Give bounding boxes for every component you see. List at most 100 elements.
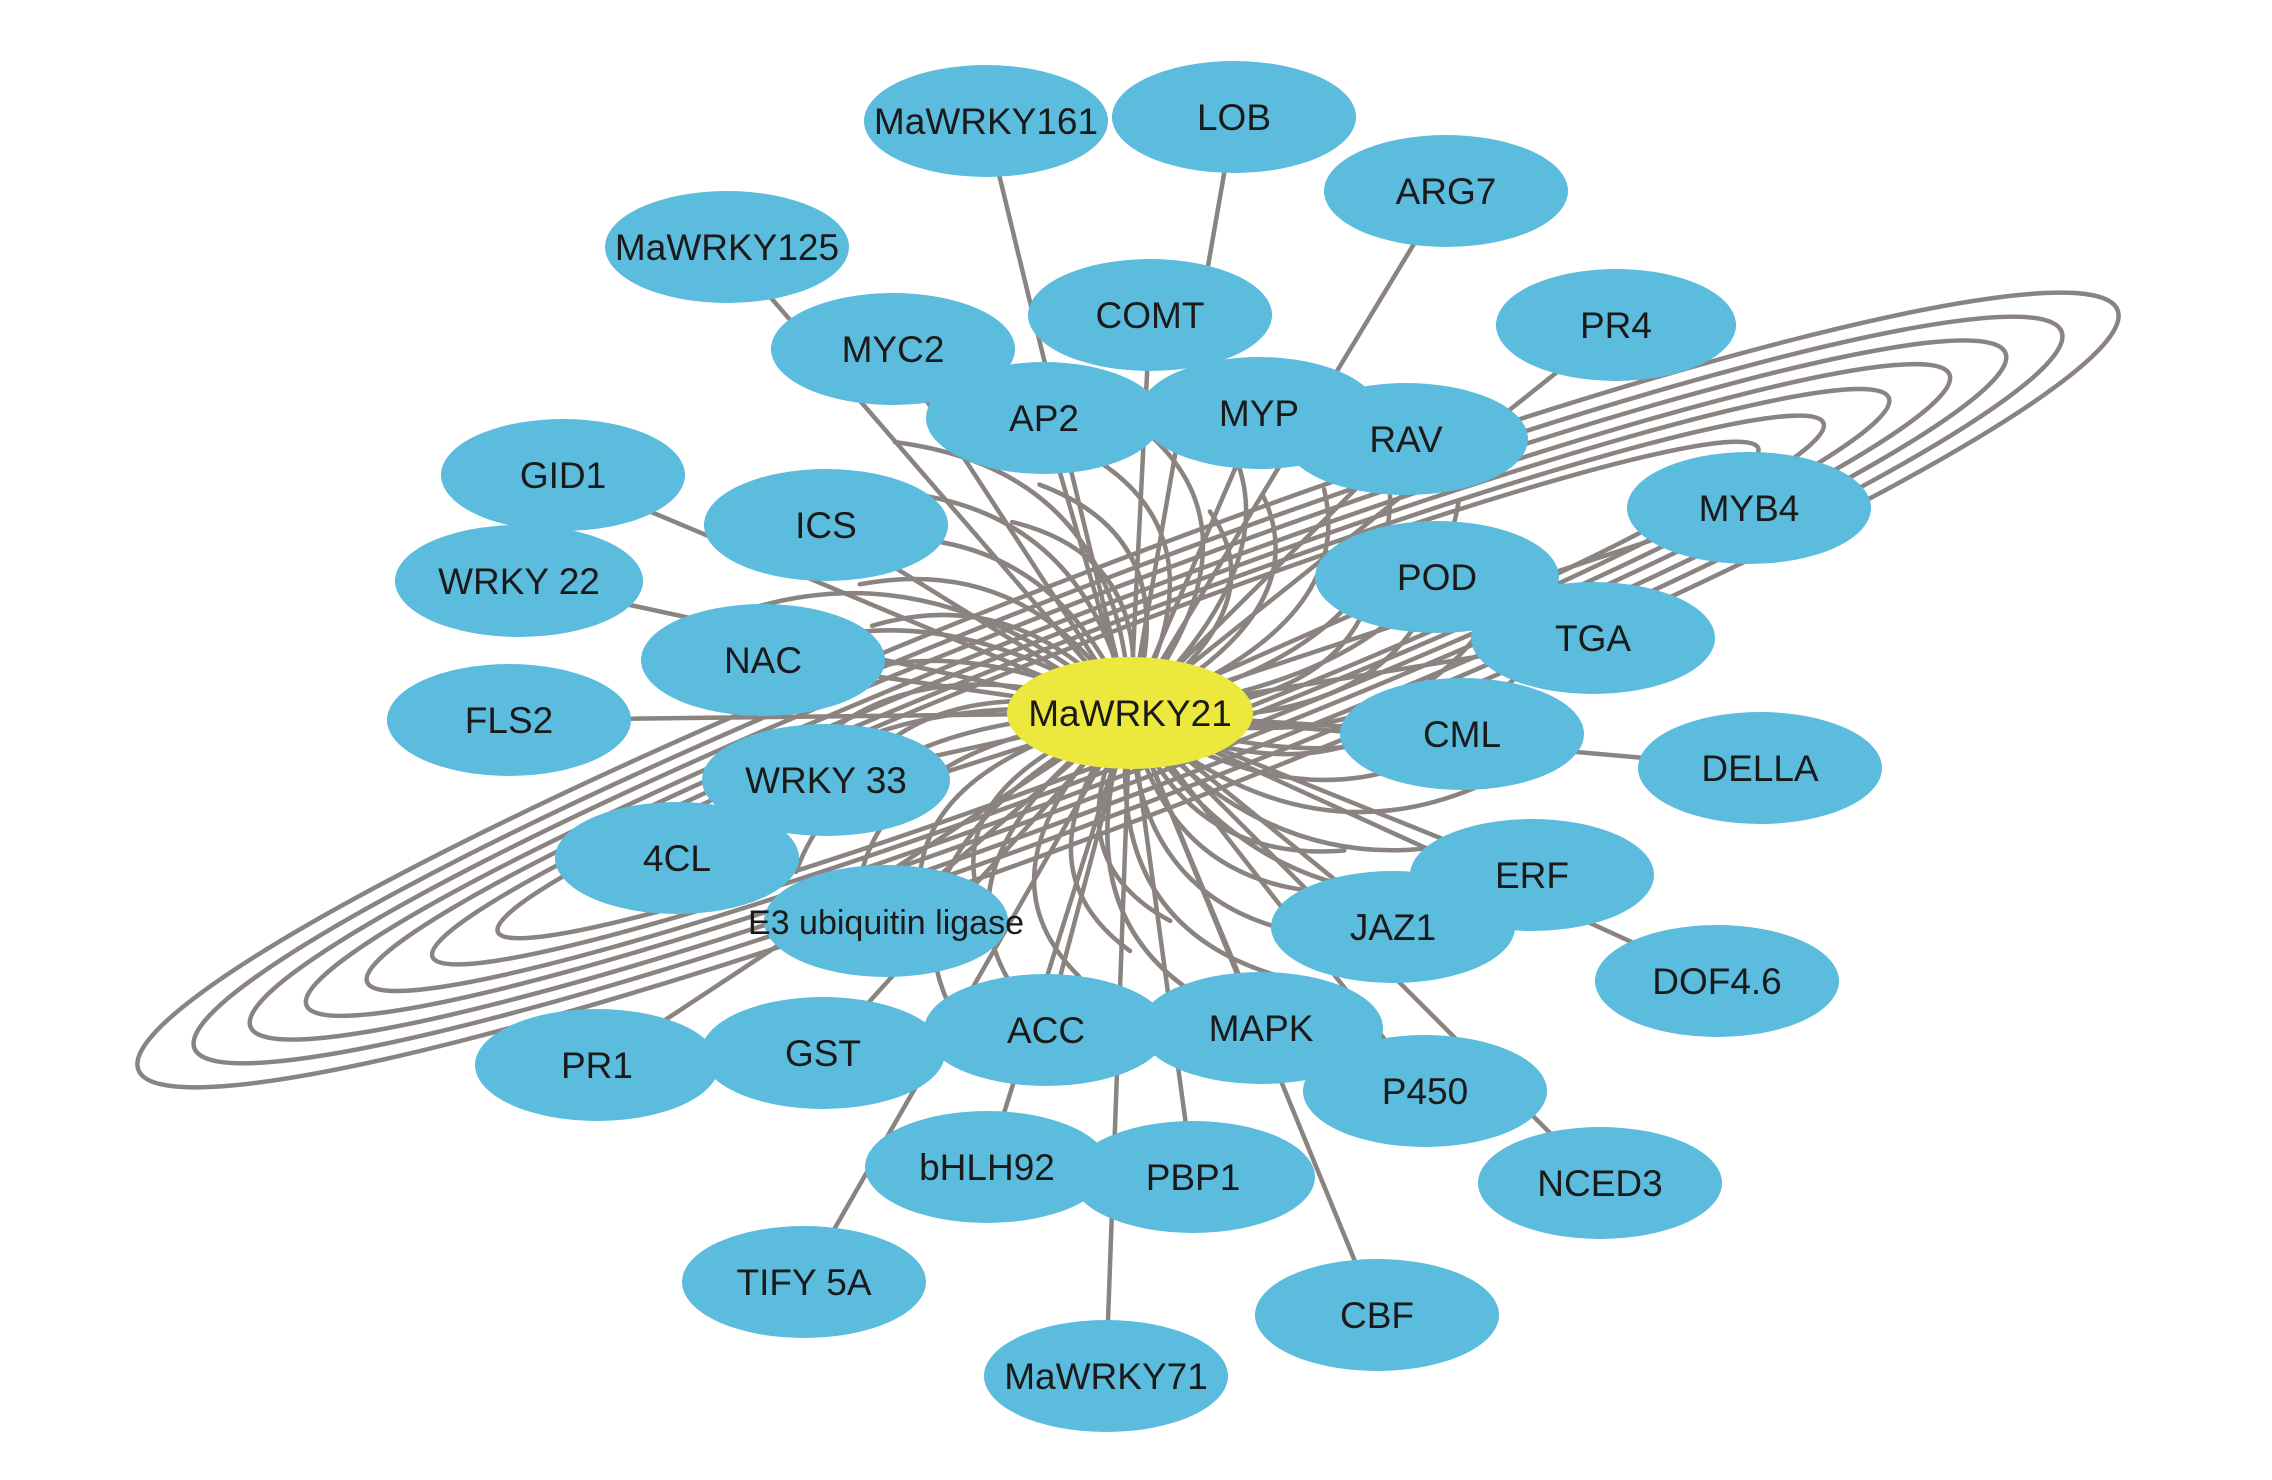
node-lob: LOB [1112,61,1356,173]
node-mapk-shape [1139,972,1383,1084]
node-comt-label: COMT [1096,295,1205,336]
node-comt: COMT [1028,259,1272,371]
edge-mawrky21-comt [1127,312,1153,716]
node-ics-label: ICS [795,505,857,546]
node-tify5a-label: TIFY 5A [736,1262,871,1303]
node-jaz1-shape [1271,871,1515,983]
node-p450-label: P450 [1382,1071,1468,1112]
node-cbf-shape [1255,1259,1499,1371]
node-lob-shape [1112,61,1356,173]
node-pr1-shape [475,1009,719,1121]
node-tify5a: TIFY 5A [682,1226,926,1338]
node-dof46-shape [1595,925,1839,1037]
node-mawrky21: MaWRKY21 [1007,657,1253,769]
node-mapk-label: MAPK [1209,1008,1314,1049]
loop-edge [247,338,2009,1042]
node-gst-shape [701,997,945,1109]
node-myb4: MYB4 [1627,452,1871,564]
node-myb4-label: MYB4 [1699,488,1800,529]
node-pbp1: PBP1 [1071,1121,1315,1233]
node-p450-shape [1303,1035,1547,1147]
node-nac: NAC [641,604,885,716]
node-mawrky161-shape [864,65,1108,177]
node-arg7: ARG7 [1324,135,1568,247]
node-mawrky161: MaWRKY161 [864,65,1108,177]
node-gst-label: GST [785,1033,861,1074]
node-dof46-label: DOF4.6 [1652,961,1782,1002]
node-e3: E3 ubiquitin ligase [748,865,1024,977]
node-arg7-label: ARG7 [1396,171,1497,212]
node-mawrky125-label: MaWRKY125 [615,227,839,268]
node-e3-shape [764,865,1008,977]
node-mawrky21-label: MaWRKY21 [1028,693,1232,734]
node-mapk: MAPK [1139,972,1383,1084]
node-acc-label: ACC [1007,1010,1085,1051]
node-mawrky71: MaWRKY71 [984,1320,1228,1432]
node-fls2-label: FLS2 [465,700,553,741]
node-rav: RAV [1284,383,1528,495]
node-mawrky21-shape [1007,657,1253,769]
node-pod-label: POD [1397,557,1477,598]
node-p450: P450 [1303,1035,1547,1147]
node-pr1: PR1 [475,1009,719,1121]
edge-mawrky21-bhlh92 [984,710,1133,1170]
node-rav-shape [1284,383,1528,495]
node-tga-shape [1471,582,1715,694]
node-pr4-shape [1496,269,1736,381]
loop-edge [135,290,2121,1090]
node-gst: GST [701,997,945,1109]
loop-edge [191,314,2065,1066]
node-mawrky71-shape [984,1320,1228,1432]
node-myb4-shape [1627,452,1871,564]
node-cml-shape [1340,678,1584,790]
node-bhlh92-shape [865,1111,1109,1223]
node-myp-label: MYP [1219,393,1299,434]
node-ap2: AP2 [926,362,1162,474]
node-mawrky161-label: MaWRKY161 [874,101,1098,142]
node-4cl-label: 4CL [643,838,711,879]
node-rav-label: RAV [1369,419,1443,460]
node-e3-label: E3 ubiquitin ligase [748,904,1024,942]
node-wrky33: WRKY 33 [702,724,950,836]
node-bhlh92: bHLH92 [865,1111,1109,1223]
node-myc2-shape [771,293,1015,405]
node-nced3-shape [1478,1127,1722,1239]
node-ics: ICS [704,469,948,581]
node-tga-label: TGA [1555,618,1631,659]
node-ap2-label: AP2 [1009,398,1079,439]
node-nac-label: NAC [724,640,802,681]
node-pr4: PR4 [1496,269,1736,381]
node-mawrky125: MaWRKY125 [605,191,849,303]
node-acc-shape [924,974,1168,1086]
node-fls2-shape [387,664,631,776]
node-mawrky125-shape [605,191,849,303]
node-lob-label: LOB [1197,97,1271,138]
node-arg7-shape [1324,135,1568,247]
node-cml-label: CML [1423,714,1501,755]
node-tga: TGA [1471,582,1715,694]
node-bhlh92-label: bHLH92 [919,1147,1055,1188]
node-ap2-shape [926,362,1162,474]
node-wrky33-label: WRKY 33 [745,760,907,801]
node-gid1: GID1 [441,419,685,531]
edge-mawrky21-pr4 [1127,322,1619,716]
node-myc2: MYC2 [771,293,1015,405]
edge-mawrky21-gid1 [560,472,1133,716]
node-jaz1-label: JAZ1 [1350,907,1436,948]
node-4cl-shape [555,802,799,914]
node-wrky22-shape [395,525,643,637]
node-pr4-label: PR4 [1580,305,1652,346]
node-comt-shape [1028,259,1272,371]
node-della-label: DELLA [1701,748,1819,789]
node-cbf-label: CBF [1340,1295,1414,1336]
node-nac-shape [641,604,885,716]
edge-mawrky21-pbp1 [1127,710,1196,1180]
edge-mawrky21-dof46 [1127,710,1720,984]
node-wrky33-shape [702,724,950,836]
node-della: DELLA [1638,712,1882,824]
node-wrky22: WRKY 22 [395,525,643,637]
node-acc: ACC [924,974,1168,1086]
node-cml: CML [1340,678,1584,790]
